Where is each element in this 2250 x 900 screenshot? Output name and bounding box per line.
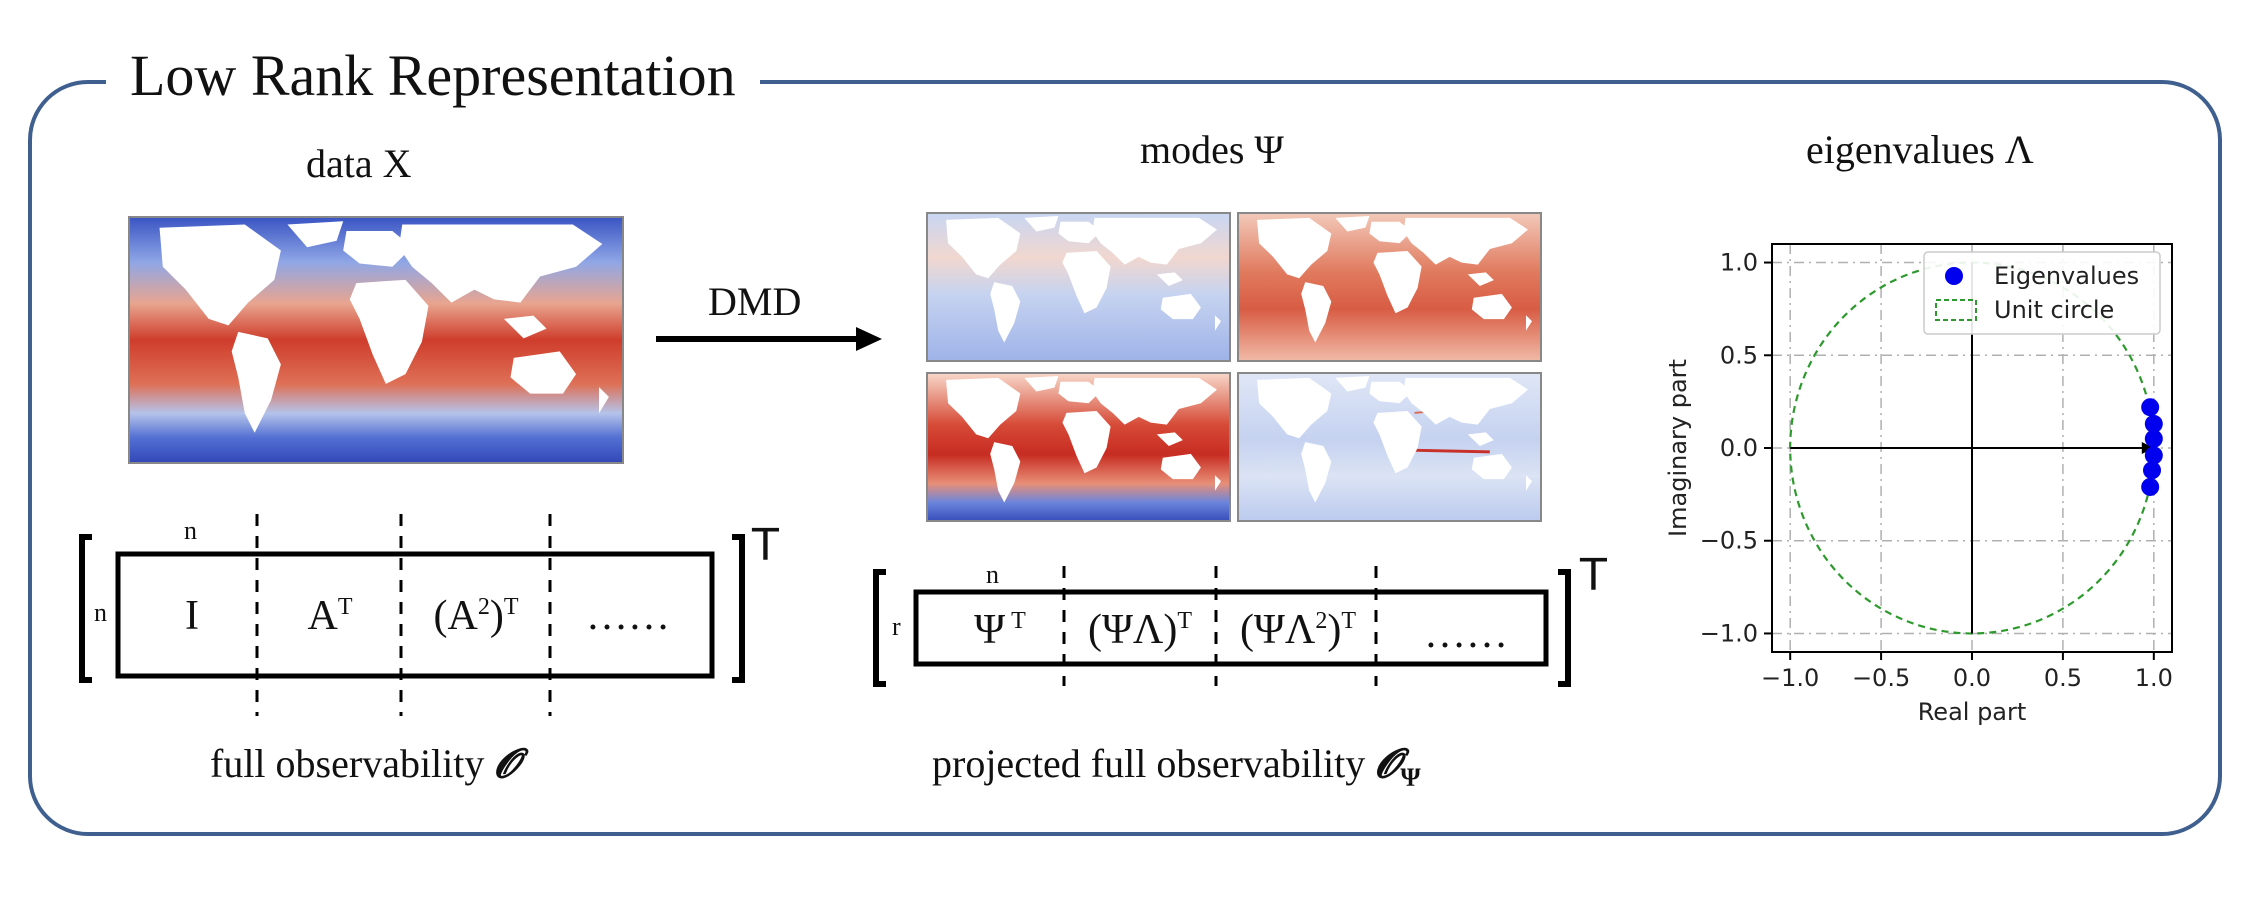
x-tick-label: −0.5 — [1852, 664, 1910, 692]
matrix1-cell-a: AT — [307, 595, 352, 637]
matrix2-cell-psi: Ψ T — [974, 609, 1026, 651]
cell-base: (ΨΛ — [1239, 607, 1316, 653]
section-frame — [28, 80, 2222, 836]
mode-map-1 — [926, 212, 1231, 362]
y-tick-label: −0.5 — [1700, 527, 1758, 555]
legend-label-unit-circle: Unit circle — [1994, 296, 2114, 324]
cell-base: (ΨΛ) — [1087, 607, 1178, 653]
matrix1-rows-dim: n — [94, 598, 107, 627]
data-label: data X — [306, 141, 412, 186]
matrix1-cell-ellipsis: …… — [586, 593, 670, 639]
matrix1-cols-dim: n — [184, 516, 197, 545]
cell-sup: T — [1177, 608, 1193, 634]
matrix1-dividers — [255, 514, 552, 716]
matrix1-caption: full observability 𝓞 — [210, 740, 520, 787]
caption-symbol: 𝓞 — [1375, 741, 1401, 786]
legend-box — [1923, 251, 2161, 335]
matrix2-rows-dim: r — [892, 612, 901, 641]
caption-sub: Ψ — [1400, 763, 1421, 792]
caption-text: projected full observability — [932, 741, 1366, 786]
eigenvalue-point — [2144, 414, 2163, 433]
eigen-label: eigenvalues Λ — [1806, 127, 2034, 172]
cell-sup: T — [503, 594, 519, 620]
caption-text: full observability — [210, 741, 485, 786]
matrix2-brackets — [873, 569, 1571, 687]
legend-marker-eigenvalues — [1945, 267, 1963, 285]
matrix2-cell-psi-lambda: (ΨΛ)T — [1088, 609, 1192, 651]
legend-marker-unit-circle — [1935, 299, 1977, 321]
caption-symbol: 𝓞 — [494, 741, 520, 786]
cell-base: Ψ — [974, 607, 1006, 653]
cell-base: (A — [433, 593, 478, 639]
matrix2-transpose: T — [1580, 550, 1607, 601]
cell-sup: T — [1341, 608, 1357, 634]
y-tick-label: 0.5 — [1720, 341, 1758, 369]
eigenvalue-point — [2143, 461, 2161, 480]
mode-map-2 — [1237, 212, 1542, 362]
eigenvalue-point — [2144, 446, 2163, 465]
matrix1-transpose: T — [752, 520, 779, 571]
x-tick-label: 0.5 — [2044, 664, 2082, 692]
data-map — [128, 216, 624, 464]
matrix1-brackets — [79, 534, 745, 683]
matrix2-cols-dim: n — [986, 560, 999, 589]
cell-close: ) — [1327, 607, 1342, 653]
eigenvalue-point — [2141, 477, 2160, 496]
matrix1-box — [115, 551, 715, 679]
eigenvalue-point — [2144, 429, 2163, 448]
real-axis-arrowhead — [2141, 442, 2154, 454]
cell-sup: T — [337, 594, 353, 620]
matrix2-box — [913, 589, 1549, 667]
x-tick-label: 0.0 — [1953, 664, 1991, 692]
eigenvalue-point — [2141, 398, 2160, 417]
matrix1-cell-a-squared: (A2)T — [433, 593, 519, 639]
matrix1-cell-identity: I — [185, 593, 199, 639]
matrix2-caption: projected full observability 𝓞Ψ — [932, 740, 1421, 793]
y-tick-label: 1.0 — [1720, 249, 1758, 277]
cell-base: A — [307, 593, 338, 639]
dmd-arrow — [656, 327, 882, 351]
x-tick-label: −1.0 — [1761, 664, 1819, 692]
cell-close: ) — [489, 593, 504, 639]
section-title: Low Rank Representation — [106, 36, 760, 116]
cell-sup: T — [1011, 608, 1026, 634]
x-tick-label: 1.0 — [2135, 664, 2173, 692]
y-tick-label: −1.0 — [1700, 619, 1758, 647]
matrix2-dividers — [1062, 566, 1378, 686]
legend-label-eigenvalues: Eigenvalues — [1994, 262, 2139, 290]
x-axis-label: Real part — [1918, 698, 2027, 726]
mode-map-3 — [926, 372, 1231, 522]
matrix2-cell-ellipsis: …… — [1424, 611, 1508, 657]
dmd-label: DMD — [708, 279, 802, 324]
y-axis-label: Imaginary part — [1664, 359, 1692, 537]
y-tick-label: 0.0 — [1720, 434, 1758, 462]
modes-label: modes Ψ — [1140, 127, 1284, 172]
mode-map-4 — [1237, 372, 1542, 522]
matrix2-cell-psi-lambda-squared: (ΨΛ2)T — [1239, 607, 1357, 653]
